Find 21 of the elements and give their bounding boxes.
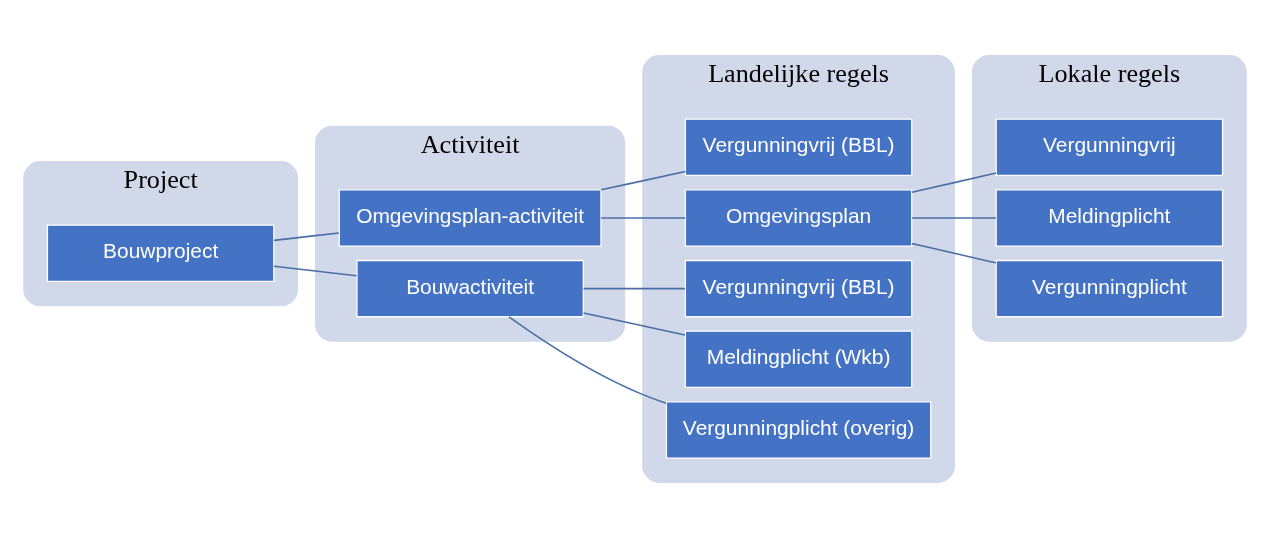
connector [600,170,687,191]
node-box: Vergunningplicht (overig) [665,400,932,459]
connector [600,216,687,219]
node-box: Vergunningvrij (BBL) [684,118,913,176]
connector [911,216,997,219]
connector [911,242,997,264]
node-box: Vergunningplicht [995,259,1224,317]
node-box: Omgevingsplan [684,188,913,247]
connector [273,264,358,276]
connector [508,315,667,404]
node-box: Bouwproject [46,224,275,282]
node-box: Meldingplicht [995,188,1224,247]
connector [273,231,340,241]
node-box: Vergunningvrij (BBL) [684,259,913,317]
connector [911,171,997,193]
connector [582,311,686,336]
node-box: Bouwactiviteit [356,259,584,317]
node-box: Vergunningvrij [995,118,1224,176]
node-box: Meldingplicht (Wkb) [684,330,913,388]
node-box: Omgevingsplan-activiteit [338,188,602,247]
connector [582,287,686,289]
